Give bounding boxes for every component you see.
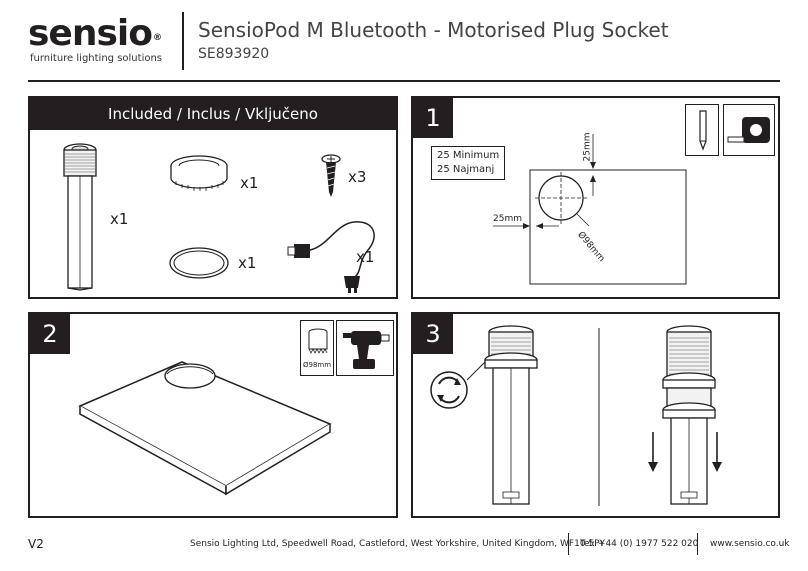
screws-illustration [321, 154, 341, 197]
brand-tagline: furniture lighting solutions [30, 53, 163, 64]
step-2-number: 2 [30, 314, 70, 354]
dim-left-label: 25mm [493, 214, 522, 224]
drill-icon [343, 331, 390, 369]
document-title: SensioPod M Bluetooth - Motorised Plug S… [198, 18, 669, 42]
step-2-panel: 2 Ø98mm [28, 312, 398, 518]
brand-name: sensio [28, 13, 153, 54]
brand-logo: sensio® [28, 13, 162, 54]
pencil-icon [699, 110, 707, 151]
hole-saw-icon [308, 328, 328, 354]
header-divider [182, 12, 184, 70]
hole-saw-label: Ø98mm [303, 361, 332, 369]
step-3-panel: 3 [411, 312, 780, 518]
locking-ring-qty: x1 [240, 174, 259, 192]
pod-unit-qty: x1 [110, 210, 129, 228]
power-cable-qty: x1 [356, 248, 375, 266]
included-panel: Included / Inclus / Vključeno x1 x1 x3 [28, 96, 398, 299]
install-rotate-diagram [430, 325, 716, 506]
registered-mark: ® [152, 33, 162, 43]
product-code: SE893920 [198, 46, 270, 62]
drill-tool [336, 320, 394, 376]
board-marking-diagram [493, 134, 687, 285]
footer-divider [697, 533, 698, 555]
power-cable-illustration [287, 221, 375, 293]
tape-measure-tool [723, 104, 775, 156]
included-heading: Included / Inclus / Vključeno [30, 98, 396, 130]
version-label: V2 [28, 537, 44, 551]
website-link[interactable]: www.sensio.co.uk [710, 539, 790, 549]
company-address: Sensio Lighting Ltd, Speedwell Road, Cas… [190, 539, 605, 549]
step-3-number: 3 [413, 314, 453, 354]
minimum-distance-box: 25 Minimum 25 Najmanj [431, 146, 506, 180]
minimum-line-2: 25 Najmanj [437, 164, 495, 175]
dim-top-label: 25mm [582, 132, 593, 162]
gasket-ring-illustration [169, 247, 229, 279]
pod-unit-illustration [63, 143, 97, 291]
footer-divider [568, 533, 569, 555]
locking-ring-illustration [170, 155, 228, 191]
tape-measure-icon [727, 117, 770, 143]
screws-qty: x3 [348, 168, 367, 186]
arrow-down-icon [712, 432, 722, 472]
header-rule [28, 80, 780, 82]
pencil-tool [685, 104, 719, 156]
hole-saw-tool: Ø98mm [300, 320, 334, 376]
step-1-number: 1 [413, 98, 453, 138]
telephone: Tel: +44 (0) 1977 522 020 [580, 539, 699, 549]
step-1-panel: 1 25 Minimum 25 Najma [411, 96, 780, 299]
gasket-ring-qty: x1 [238, 254, 257, 272]
minimum-line-1: 25 Minimum [437, 150, 500, 161]
worktop-illustration [78, 361, 332, 496]
arrow-down-icon [648, 432, 658, 472]
